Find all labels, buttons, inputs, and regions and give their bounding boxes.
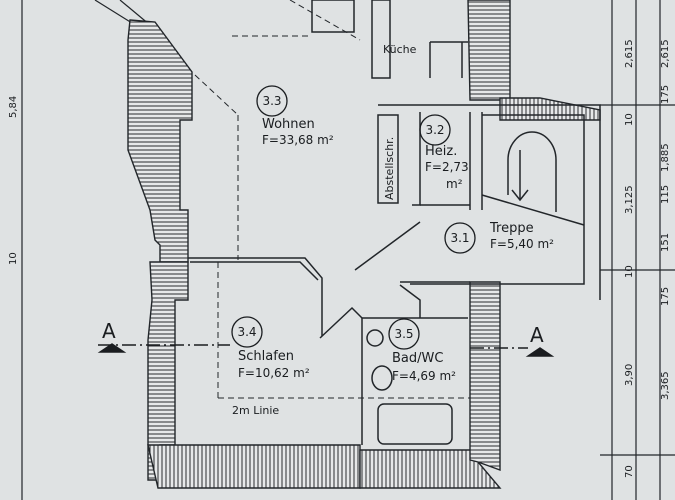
bottom-right-wall: [359, 449, 502, 489]
dimension-2-1: 175: [660, 85, 671, 104]
dimension-1-4: 3,90: [624, 364, 635, 386]
dimension-1-2: 3,125: [624, 185, 635, 214]
section-label-left: A: [102, 319, 116, 343]
dimension-1-1: 10: [624, 113, 635, 126]
section-line: [97, 343, 555, 357]
dimension-2-2: 1,885: [660, 143, 671, 172]
section-marker-left: [97, 343, 127, 353]
room-number-bad: 3.5: [394, 327, 413, 341]
room-area-treppe: F=5,40 m²: [490, 237, 554, 251]
dimension-2-5: 175: [660, 287, 671, 306]
section-marker-right: [525, 347, 555, 357]
room-number-treppe: 3.1: [450, 231, 469, 245]
room-name-treppe: Treppe: [489, 221, 534, 236]
room-area-wohnen: F=33,68 m²: [262, 133, 334, 147]
dimension-2-0: 2,615: [660, 39, 671, 68]
section-label-right: A: [530, 323, 544, 347]
room-circles: [231, 85, 476, 350]
dimension-1-5: 70: [624, 465, 635, 478]
dimension-1-3: 10: [624, 265, 635, 278]
label-2m-linie: 2m Linie: [232, 404, 279, 417]
dimension-column-2: 2,615 175 1,885 115 151 175 3,365: [660, 39, 671, 400]
bottom-left-wall: [147, 444, 361, 489]
room-number-wohnen: 3.3: [262, 94, 281, 108]
right-lower-wall: [469, 281, 501, 471]
room-number-schlafen: 3.4: [237, 325, 256, 339]
dimension-1-0: 2,615: [624, 39, 635, 68]
label-kueche: Küche: [383, 43, 417, 56]
room-name-bad: Bad/WC: [392, 351, 443, 366]
top-right-wall: [467, 0, 511, 101]
dashed-lines: [194, 0, 470, 399]
room-area-schlafen: F=10,62 m²: [238, 366, 310, 380]
room-area-bad: F=4,69 m²: [392, 369, 456, 383]
room-number-heiz: 3.2: [425, 123, 444, 137]
label-abstellschr: Abstellschr.: [383, 137, 396, 200]
stair-hatch: [499, 97, 601, 121]
dimension-2-3: 115: [660, 185, 671, 204]
dimension-left-2: 10: [8, 252, 19, 265]
dimension-2-4: 151: [660, 233, 671, 252]
left-upper-wall: [127, 19, 193, 263]
room-name-wohnen: Wohnen: [262, 117, 315, 132]
room-name-schlafen: Schlafen: [238, 349, 294, 364]
dimension-column-1: 2,615 10 3,125 10 3,90 70: [624, 39, 635, 478]
room-area-heiz: F=2,73: [425, 160, 469, 174]
outer-lines: [21, 0, 675, 500]
interior-lines: [188, 0, 601, 445]
dimension-left: 5,84: [8, 96, 19, 118]
dimension-2-6: 3,365: [660, 371, 671, 400]
room-name-heiz: Heiz.: [425, 144, 457, 159]
room-area-unit-heiz: m²: [446, 177, 463, 191]
